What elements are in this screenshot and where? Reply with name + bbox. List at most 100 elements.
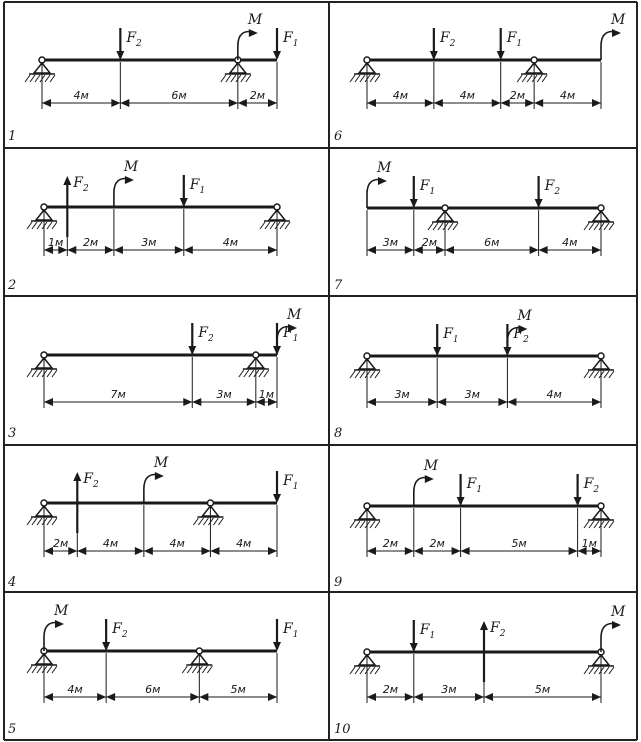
support-hatch [588, 666, 595, 675]
dimension-label-2: 5м [535, 683, 550, 696]
dimension-arrow-left [460, 547, 470, 555]
force-label-sub: 2 [449, 39, 456, 49]
support-hatch [359, 520, 366, 529]
force-label-sub: 2 [92, 480, 99, 490]
support-hatch [437, 222, 444, 231]
force-label-sub: 1 [293, 39, 299, 49]
support-hatch [31, 369, 38, 378]
dimension-label-1: 3м [465, 388, 480, 401]
force-arrowhead [63, 176, 72, 185]
dimension-label-1: 3м [441, 683, 456, 696]
dimension-arrow-right [475, 693, 484, 701]
dimension-arrow-right [592, 398, 601, 406]
dimension-arrow-right [246, 398, 256, 406]
dimension-label-0: 4м [74, 89, 89, 102]
support-hatch [51, 517, 58, 526]
support-hatch [269, 221, 276, 230]
support-hatch [588, 222, 595, 231]
support-hatch [608, 666, 615, 675]
dimension-label-0: 3м [383, 236, 398, 249]
support-hatch [201, 665, 208, 674]
panel-number: 6 [334, 129, 342, 144]
force-label-sub: 1 [293, 334, 299, 344]
panel-number: 1 [8, 129, 16, 144]
force-arrowhead [496, 51, 505, 60]
support-hatch [603, 666, 610, 675]
dimension-arrow-right [174, 246, 184, 254]
support-hatch [51, 665, 58, 674]
dimension-arrow-right [190, 693, 200, 701]
dimension-arrow-right [268, 693, 277, 701]
support-hatch [369, 520, 376, 529]
moment-M: M [43, 603, 69, 651]
dimension-label-1: 6м [145, 683, 160, 696]
dimension-arrow-right [568, 547, 578, 555]
support-hatch [588, 370, 595, 379]
support-hatch [46, 665, 53, 674]
dimension-label-0: 3м [394, 388, 409, 401]
support-hatch [354, 370, 361, 379]
force-label-sub: 1 [516, 39, 522, 49]
dimension-label-0: 2м [383, 683, 398, 696]
dimension-arrow-right [58, 246, 68, 254]
dimension-arrow-left [106, 693, 116, 701]
dimension-arrow-left [367, 547, 376, 555]
dimension-arrow-right [104, 246, 114, 254]
support-hatch [603, 370, 610, 379]
support-hatch [26, 665, 33, 674]
dimension-label-2: 6м [484, 236, 499, 249]
moment-arrowhead [612, 621, 621, 629]
support-hatch [31, 221, 38, 230]
force-arrowhead [456, 497, 465, 506]
moment-M: M [113, 159, 139, 207]
support-hatch [374, 74, 381, 83]
support-hatch [218, 517, 224, 526]
support-hatch [349, 666, 356, 675]
dimension-arrow-left [143, 547, 153, 555]
dimension-label-0: 4м [67, 683, 82, 696]
dimension-arrow-right [424, 99, 434, 107]
support-hatch [349, 74, 356, 83]
moment-label: M [610, 604, 626, 620]
dimension-arrow-right [436, 246, 445, 254]
dimension-label-1: 2м [430, 537, 445, 550]
panel-number: 7 [334, 278, 343, 293]
support-hatch [427, 222, 434, 231]
support-hatch [588, 520, 595, 529]
dimension-arrow-left [199, 693, 209, 701]
moment-arrowhead [518, 325, 528, 333]
support-hatch [359, 370, 366, 379]
support-hatch [46, 517, 53, 526]
dimension-arrow-left [433, 99, 443, 107]
moment-label: M [516, 308, 532, 324]
moment-label: M [123, 159, 139, 175]
dimension-arrow-right [592, 547, 601, 555]
force-arrowhead [116, 51, 125, 60]
dimension-arrow-left [255, 398, 265, 406]
dimension-arrow-right [201, 547, 211, 555]
support-hatch [34, 74, 41, 83]
force-label-sub: 2 [499, 629, 506, 639]
dimension-arrow-left [367, 398, 376, 406]
support-hatch [349, 370, 356, 379]
force-label-sub: 2 [82, 184, 89, 194]
dimension-arrow-right [268, 398, 277, 406]
support-hatch [26, 369, 33, 378]
support-hatch [26, 221, 33, 230]
dimension-arrow-right [451, 547, 461, 555]
dimension-arrow-left [500, 99, 510, 107]
support-hatch [603, 520, 610, 529]
dimension-arrow-left [577, 547, 587, 555]
support-0 [26, 351, 58, 378]
support-hatch [264, 221, 271, 230]
support-hatch [24, 74, 31, 83]
dimension-label-1: 6м [171, 89, 186, 102]
force-arrowhead [534, 199, 543, 208]
support-hatch [51, 221, 58, 230]
support-hatch [608, 520, 615, 529]
